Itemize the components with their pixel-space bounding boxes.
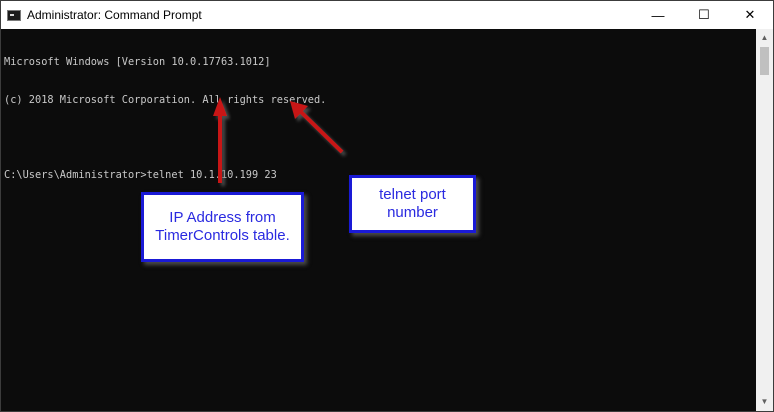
minimize-button[interactable]: — bbox=[651, 7, 665, 23]
telnet-port-callout: telnet port number bbox=[349, 175, 476, 233]
ip-arrow-icon bbox=[213, 97, 227, 183]
cmd-icon bbox=[7, 9, 21, 21]
console-prompt-line: C:\Users\Administrator>telnet 10.1.10.19… bbox=[4, 168, 277, 181]
console-line: (c) 2018 Microsoft Corporation. All righ… bbox=[4, 93, 327, 106]
window-controls: — ☐ ✕ bbox=[635, 1, 773, 29]
ip-address-callout-text: IP Address from TimerControls table. bbox=[155, 209, 290, 244]
window-title: Administrator: Command Prompt bbox=[27, 8, 202, 22]
close-button[interactable]: ✕ bbox=[744, 7, 756, 22]
scrollbar-thumb[interactable] bbox=[760, 47, 769, 75]
scroll-down-arrow-icon[interactable]: ▼ bbox=[760, 397, 769, 406]
console-line: Microsoft Windows [Version 10.0.17763.10… bbox=[4, 56, 271, 68]
title-bar[interactable]: Administrator: Command Prompt — ☐ ✕ bbox=[1, 1, 773, 29]
maximize-button[interactable]: ☐ bbox=[698, 7, 710, 22]
ip-address-callout: IP Address from TimerControls table. bbox=[141, 192, 304, 262]
scroll-up-arrow-icon[interactable]: ▲ bbox=[760, 33, 769, 42]
port-arrow-icon bbox=[290, 101, 344, 154]
vertical-scrollbar[interactable]: ▲ ▼ bbox=[756, 29, 773, 411]
telnet-port-callout-text: telnet port number bbox=[379, 186, 446, 221]
